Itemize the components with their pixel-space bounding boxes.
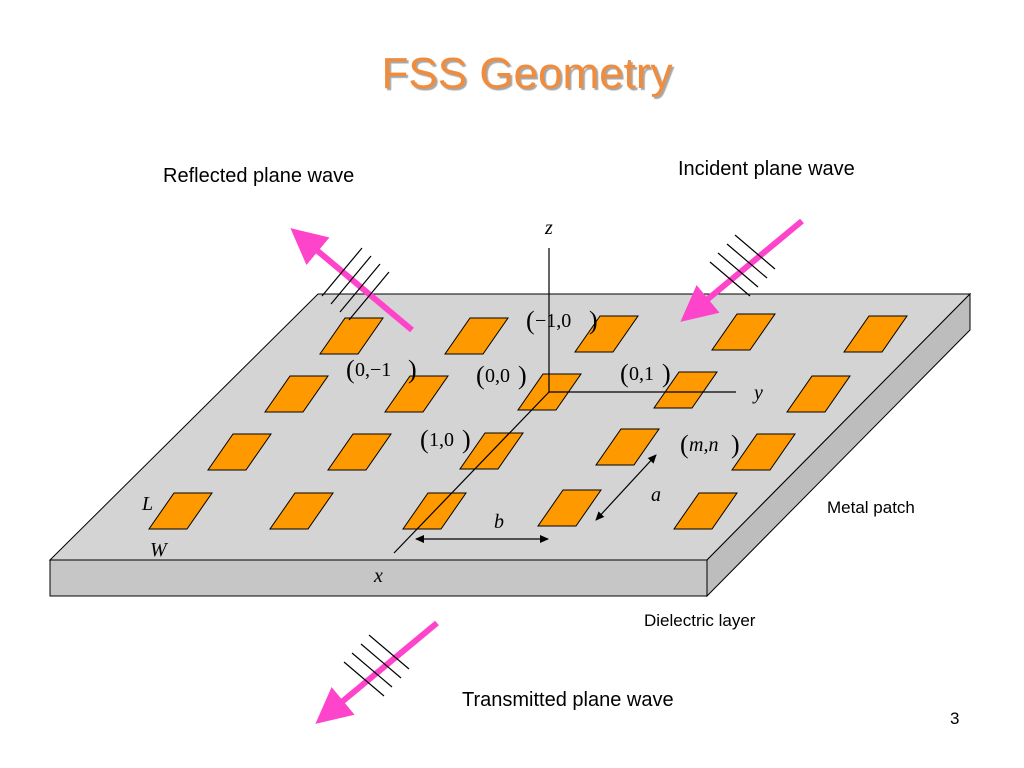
paren-open: (: [526, 306, 535, 335]
x-axis-label: x: [373, 565, 383, 587]
paren-close: ): [462, 425, 471, 454]
wavefront-lines: [709, 234, 776, 297]
paren-open: (: [620, 359, 629, 388]
metal-patch: [319, 317, 384, 355]
metal-patch: [653, 371, 718, 409]
patch-length-label: L: [141, 493, 153, 515]
metal-patch: [148, 492, 213, 530]
paren-close: ): [662, 359, 671, 388]
incident-wave-arrow: [680, 218, 804, 322]
wavefront-lines: [321, 247, 390, 321]
metal-patch: [731, 433, 796, 471]
cell-index-text: 1,0: [429, 429, 454, 451]
metal-patch: [269, 492, 334, 530]
metal-patch-label: Metal patch: [827, 498, 915, 517]
incident-wave-label: Incident plane wave: [678, 158, 855, 180]
cell-index-00: ( 0,0 ): [476, 361, 527, 390]
cell-index-10: ( 1,0 ): [420, 425, 471, 454]
metal-patch: [786, 375, 851, 413]
metal-patch: [444, 317, 509, 355]
cell-index-01: ( 0,1 ): [620, 359, 671, 388]
paren-open: (: [420, 425, 429, 454]
paren-open: (: [680, 430, 689, 459]
transmitted-wave-arrow: [315, 620, 439, 724]
metal-patch: [327, 433, 392, 471]
period-a-label: a: [651, 484, 661, 506]
cell-index-m10: ( −1,0 ): [526, 306, 598, 335]
transmitted-wave-label: Transmitted plane wave: [462, 689, 674, 711]
patch-width-label: W: [150, 539, 169, 561]
metal-patch: [384, 375, 449, 413]
incident-wave: [680, 218, 804, 322]
reflected-wave-label: Reflected plane wave: [163, 165, 354, 187]
period-b-label: b: [494, 511, 504, 533]
dielectric-layer-label: Dielectric layer: [644, 611, 756, 630]
z-axis-label: z: [544, 217, 553, 239]
paren-close: ): [518, 361, 527, 390]
x-axis: [393, 391, 550, 554]
wavefront-lines: [343, 634, 410, 697]
metal-patch: [843, 315, 908, 353]
cell-index-text: −1,0: [535, 310, 571, 332]
paren-close: ): [731, 430, 740, 459]
transmitted-wave: [315, 620, 439, 724]
slab-right-face: [706, 292, 971, 598]
reflected-wave: [290, 228, 414, 333]
metal-patch: [574, 315, 639, 353]
paren-open: (: [476, 361, 485, 390]
coordinate-axes: [393, 248, 736, 554]
cell-index-text: 0,−1: [355, 359, 391, 381]
metal-patch: [711, 313, 776, 351]
patch-array: [148, 313, 908, 530]
metal-patch: [264, 375, 329, 413]
dielectric-slab: [48, 292, 972, 598]
cell-index-text: 0,0: [485, 365, 510, 387]
cell-index-text: m,n: [689, 434, 718, 456]
y-axis-label: y: [752, 382, 763, 404]
paren-close: ): [589, 306, 598, 335]
cell-index-text: 0,1: [629, 363, 654, 385]
paren-open: (: [346, 355, 355, 384]
metal-patch: [207, 433, 272, 471]
metal-patch: [537, 489, 602, 527]
cell-index-mn: ( m,n ): [680, 430, 740, 459]
metal-patch: [673, 492, 738, 530]
reflected-wave-arrow: [290, 228, 414, 333]
period-a-arrow: [595, 454, 657, 521]
page-number: 3: [950, 709, 959, 728]
paren-close: ): [408, 355, 417, 384]
page-title: FSS Geometry: [382, 49, 673, 98]
cell-index-0m1: ( 0,−1 ): [346, 355, 417, 384]
